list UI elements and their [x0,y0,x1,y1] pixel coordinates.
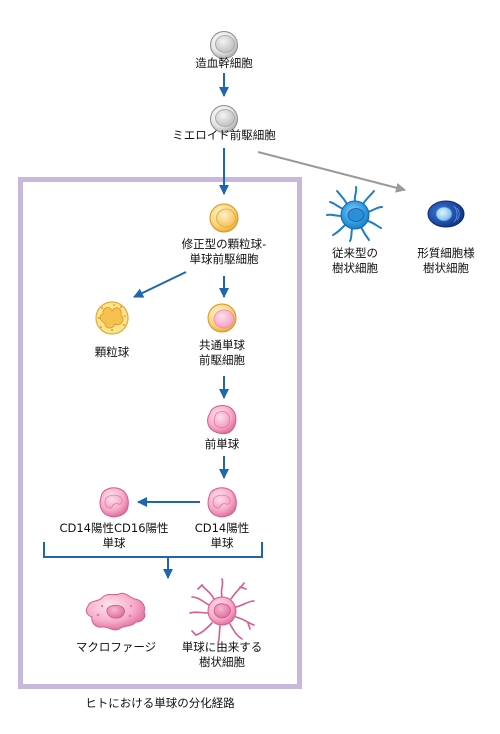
label-gmp-line2: 単球前駆細胞 [189,252,259,266]
label-macrophage-line1: マクロファージ [75,640,157,654]
label-premono-line1: 前単球 [204,437,240,451]
label-pdc: 形質細胞様 樹状細胞 [406,246,486,276]
label-cmop: 共通単球 前駆細胞 [177,338,267,368]
label-mo-dc: 単球に由来する 樹状細胞 [167,640,277,670]
label-cmp-line1: ミエロイド前駆細胞 [172,128,276,142]
diagram-caption: ヒトにおける単球の分化経路 [85,696,235,710]
label-pdc-line1: 形質細胞様 [417,246,475,260]
label-gmp: 修正型の顆粒球- 単球前駆細胞 [154,237,294,267]
label-gmp-line1: 修正型の顆粒球- [181,237,267,251]
yellow-round-cell-icon [209,203,239,233]
label-cmop-line1: 共通単球 [199,338,245,352]
bracket-monocytes [43,542,263,558]
monocyte-icon [207,487,237,518]
label-premono: 前単球 [187,437,257,452]
monocyte-icon [99,487,129,518]
label-cd14cd16: CD14陽性CD16陽性 単球 [44,521,184,551]
label-cd14: CD14陽性 単球 [182,521,262,551]
label-cd14-line2: 単球 [210,536,234,550]
label-hsc-line1: 造血幹細胞 [195,56,253,70]
spiky-blue-cell-icon [326,186,383,242]
gray-round-cell-icon [210,105,238,133]
gray-round-cell-icon [210,31,238,59]
label-cdc-line1: 従来型の [332,246,378,260]
label-cd14cd16-line2: 単球 [102,536,126,550]
macrophage-icon [85,592,146,631]
arrow-gmp-to-granulocyte [133,271,187,298]
label-cmp: ミエロイド前駆細胞 [159,128,289,143]
label-cmop-line2: 前駆細胞 [199,353,245,367]
label-mo-dc-line2: 樹状細胞 [199,655,245,669]
label-cdc-line2: 樹状細胞 [332,261,378,275]
spiky-pink-cell-icon [189,578,255,644]
label-granulocyte: 顆粒球 [82,345,142,360]
pink-cell-icon [207,405,237,435]
label-cd14cd16-line1: CD14陽性CD16陽性 [59,521,169,535]
label-hsc: 造血幹細胞 [174,56,274,71]
label-cd14-line1: CD14陽性 [194,521,250,535]
granulocyte-icon [95,301,129,335]
dark-blue-cell-icon [427,200,465,228]
label-granulocyte-line1: 顆粒球 [94,345,130,359]
label-pdc-line2: 樹状細胞 [423,261,469,275]
yellow-pink-cell-icon [207,303,237,333]
label-macrophage: マクロファージ [66,640,166,655]
label-mo-dc-line1: 単球に由来する [181,640,263,654]
label-cdc: 従来型の 樹状細胞 [320,246,390,276]
lineage-frame [18,177,302,689]
arrows [43,73,406,579]
arrow-cmp-to-pdc [257,151,406,193]
